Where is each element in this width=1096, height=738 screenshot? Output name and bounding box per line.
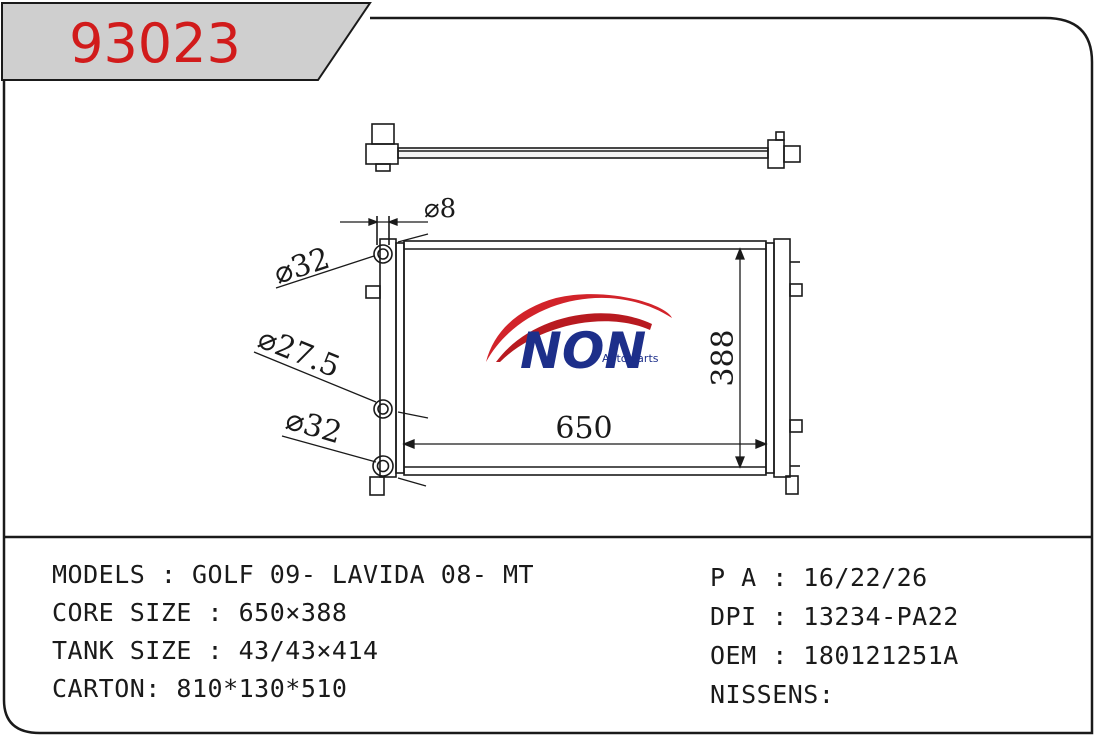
middle-hose-dimension: ⌀27.5: [253, 321, 345, 385]
spec-nissens: NISSENS:: [710, 680, 835, 709]
part-number: 93023: [69, 12, 241, 75]
inlet-pipe-dimension: ⌀8: [424, 194, 456, 224]
spec-models: MODELS : GOLF 09- LAVIDA 08- MT: [52, 560, 535, 589]
logo-subtext: Auto Parts: [602, 352, 659, 365]
spec-pa: P A : 16/22/26: [710, 563, 928, 592]
radiator-front-view: [365, 216, 803, 496]
spec-oem: OEM : 180121251A: [710, 641, 959, 670]
core-width-dimension: 650: [555, 411, 612, 446]
spec-dpi: DPI : 13234-PA22: [710, 602, 959, 631]
sheet-frame: [2, 16, 1094, 735]
logo-text: NON: [520, 322, 646, 380]
spec-core-size: CORE SIZE : 650×388: [52, 598, 348, 627]
core-height-dimension: 388: [706, 329, 741, 386]
dimension-lines: [253, 218, 768, 487]
lower-hose-dimension: ⌀32: [282, 402, 346, 451]
logo-swoosh-icon: [486, 294, 672, 362]
spec-carton: CARTON: 810*130*510: [52, 674, 348, 703]
part-number-tab: [1, 2, 372, 81]
upper-hose-dimension: ⌀32: [270, 241, 334, 292]
radiator-top-view: [365, 123, 801, 172]
brand-logo: NON Auto Parts: [486, 294, 672, 380]
spec-tank-size: TANK SIZE : 43/43×414: [52, 636, 379, 665]
